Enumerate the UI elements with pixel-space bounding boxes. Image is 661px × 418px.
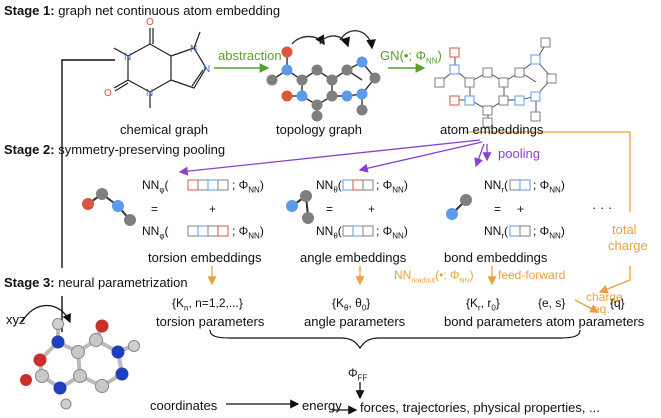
total-charge-label-2: charge	[608, 238, 648, 253]
torsion-fragment	[87, 192, 131, 221]
bond-nn-top: NNr(	[484, 178, 509, 195]
phi-ff-label: ΦFF	[348, 366, 368, 383]
stage-1-header: Stage 1: graph net continuous atom embed…	[4, 3, 281, 18]
angle-embeddings-label: angle embeddings	[300, 250, 407, 265]
coordinates-label: coordinates	[150, 398, 218, 413]
torsion-phi-bottom: ; ΦNN)	[232, 224, 264, 241]
torsion-param-set: {Kn, n=1,2,...}	[172, 296, 243, 313]
bond-embeddings-label: bond embeddings	[444, 250, 548, 265]
chemical-graph-label: chemical graph	[120, 122, 209, 137]
bond-phi-bottom: ; ΦNN)	[533, 224, 565, 241]
gn-label: GN(•; ΦNN)	[380, 48, 442, 66]
total-charge-label-1: total	[612, 222, 637, 237]
bond-phi-top: ; ΦNN)	[533, 178, 565, 195]
topology-graph-label: topology graph	[276, 122, 363, 137]
xyz-arrow	[21, 305, 71, 324]
angle-phi-top: ; ΦNN)	[376, 178, 408, 195]
angle-equals: =	[326, 202, 334, 216]
feed-forward-label: feed-forward	[498, 268, 566, 282]
atom-n-label: N	[190, 44, 197, 55]
torsion-nn-top: NNφ(	[142, 178, 169, 195]
chemical-graph-structure	[113, 28, 207, 108]
stage-3-header: Stage 3: neural parametrization	[4, 275, 190, 290]
charge-eq-label-2: eq.	[593, 302, 610, 316]
nn-readout-label: NNreadout(•; ΦNN)	[394, 268, 474, 285]
ellipsis: · · ·	[592, 200, 613, 215]
angle-embedding-blocks	[342, 179, 374, 237]
bond-embedding-blocks	[509, 179, 531, 237]
angle-phi-bottom: ; ΦNN)	[376, 224, 408, 241]
torsion-phi-top: ; ΦNN)	[232, 178, 264, 195]
angle-nn-bottom: NNθ(	[316, 224, 342, 241]
atom-parameters-label: atom parameters	[546, 314, 645, 329]
chemical-graph-atoms: O O N N N N	[104, 17, 210, 99]
readout-arrows	[207, 131, 631, 313]
bond-plus: +	[517, 202, 525, 216]
torsion-equals: =	[151, 202, 159, 216]
angle-parameters-label: angle parameters	[304, 314, 406, 329]
torsion-embeddings-label: torsion embeddings	[148, 250, 262, 265]
torsion-embedding-blocks	[187, 179, 229, 237]
angle-param-set: {Kθ, θ0}	[332, 296, 371, 313]
angle-plus: +	[368, 202, 376, 216]
parameter-brace	[209, 329, 581, 350]
outputs-label: forces, trajectories, physical propertie…	[360, 400, 600, 415]
xyz-label: xyz	[6, 312, 26, 327]
torsion-parameters-label: torsion parameters	[156, 314, 265, 329]
atom-embedding-cubes	[434, 37, 557, 128]
molecule-3d-atoms	[20, 318, 140, 410]
bond-param-set: {Kr, r0}	[466, 296, 500, 313]
stage-2-header: Stage 2: symmetry-preserving pooling	[4, 142, 226, 157]
angle-nn-top: NNθ(	[316, 178, 342, 195]
atom-n-label: N	[146, 88, 153, 99]
abstraction-label: abstraction	[218, 48, 282, 63]
atom-embeddings-label: atom embeddings	[440, 122, 544, 137]
torsion-nn-bottom: NNφ(	[142, 224, 169, 241]
topology-graph-nodes	[266, 46, 381, 122]
charge-eq-label-1: charge	[586, 290, 623, 304]
atom-n-label: N	[203, 64, 210, 75]
pooling-label: pooling	[498, 146, 540, 161]
atom-param-set-q: {q}	[610, 296, 625, 310]
bond-equals: =	[494, 202, 502, 216]
atom-param-set-es: {e, s}	[538, 296, 566, 310]
pooling-arrows	[178, 139, 492, 176]
bond-parameters-label: bond parameters	[444, 314, 543, 329]
bond-nn-bottom: NNr(	[484, 224, 509, 241]
atom-o-label: O	[146, 17, 154, 28]
atom-n-label: N	[124, 52, 131, 63]
energy-label: energy	[302, 398, 342, 413]
torsion-plus: +	[209, 202, 217, 216]
atom-o-label: O	[104, 88, 112, 99]
